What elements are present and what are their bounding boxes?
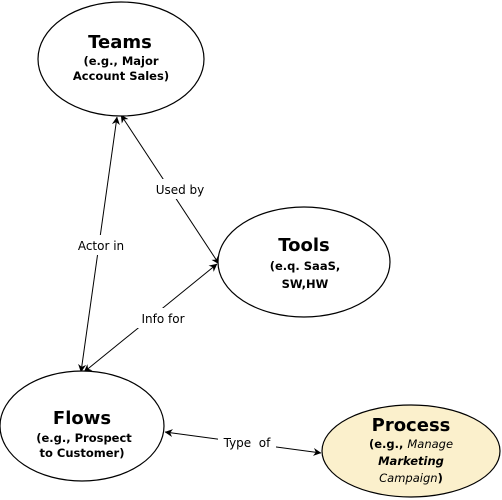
svg-text:Info for: Info for	[141, 312, 184, 326]
node-process[interactable]: Process (e.g., Manage Marketing Campaign…	[321, 404, 501, 498]
node-process-title: Process	[372, 415, 451, 436]
node-flows-line1: (e.g., Prospect	[36, 431, 132, 445]
node-tools-line1: (e.q. SaaS,	[270, 259, 340, 273]
node-flows-line2: to Customer)	[40, 446, 125, 460]
node-tools-title: Tools	[278, 235, 330, 256]
edge-label-actor-in: Actor in	[72, 235, 130, 255]
node-flows[interactable]: Flows (e.g., Prospect to Customer)	[0, 370, 165, 482]
node-teams-title: Teams	[88, 32, 152, 53]
edge-label-type-of: Type of	[218, 432, 276, 452]
node-teams-line1: (e.g., Major	[83, 54, 158, 68]
node-teams-line2: Account Sales)	[73, 69, 169, 83]
node-flows-title: Flows	[53, 408, 111, 429]
svg-text:Used by: Used by	[156, 183, 205, 197]
node-process-line2: Marketing	[378, 454, 444, 468]
node-tools-line2: SW,HW	[282, 277, 329, 291]
edge-label-info-for: Info for	[134, 308, 192, 328]
node-tools[interactable]: Tools (e.q. SaaS, SW,HW	[217, 206, 391, 318]
node-process-ellipse	[321, 404, 501, 498]
node-tools-ellipse	[217, 206, 391, 318]
node-process-line1: (e.g., Manage	[369, 437, 453, 451]
edge-label-used-by: Used by	[151, 179, 209, 199]
node-teams[interactable]: Teams (e.g., Major Account Sales)	[37, 1, 205, 117]
node-teams-ellipse	[37, 1, 205, 117]
svg-text:Type of: Type of	[223, 436, 272, 450]
node-process-line3: Campaign)	[379, 471, 443, 485]
svg-text:Actor in: Actor in	[78, 239, 124, 253]
node-flows-ellipse	[0, 370, 165, 482]
